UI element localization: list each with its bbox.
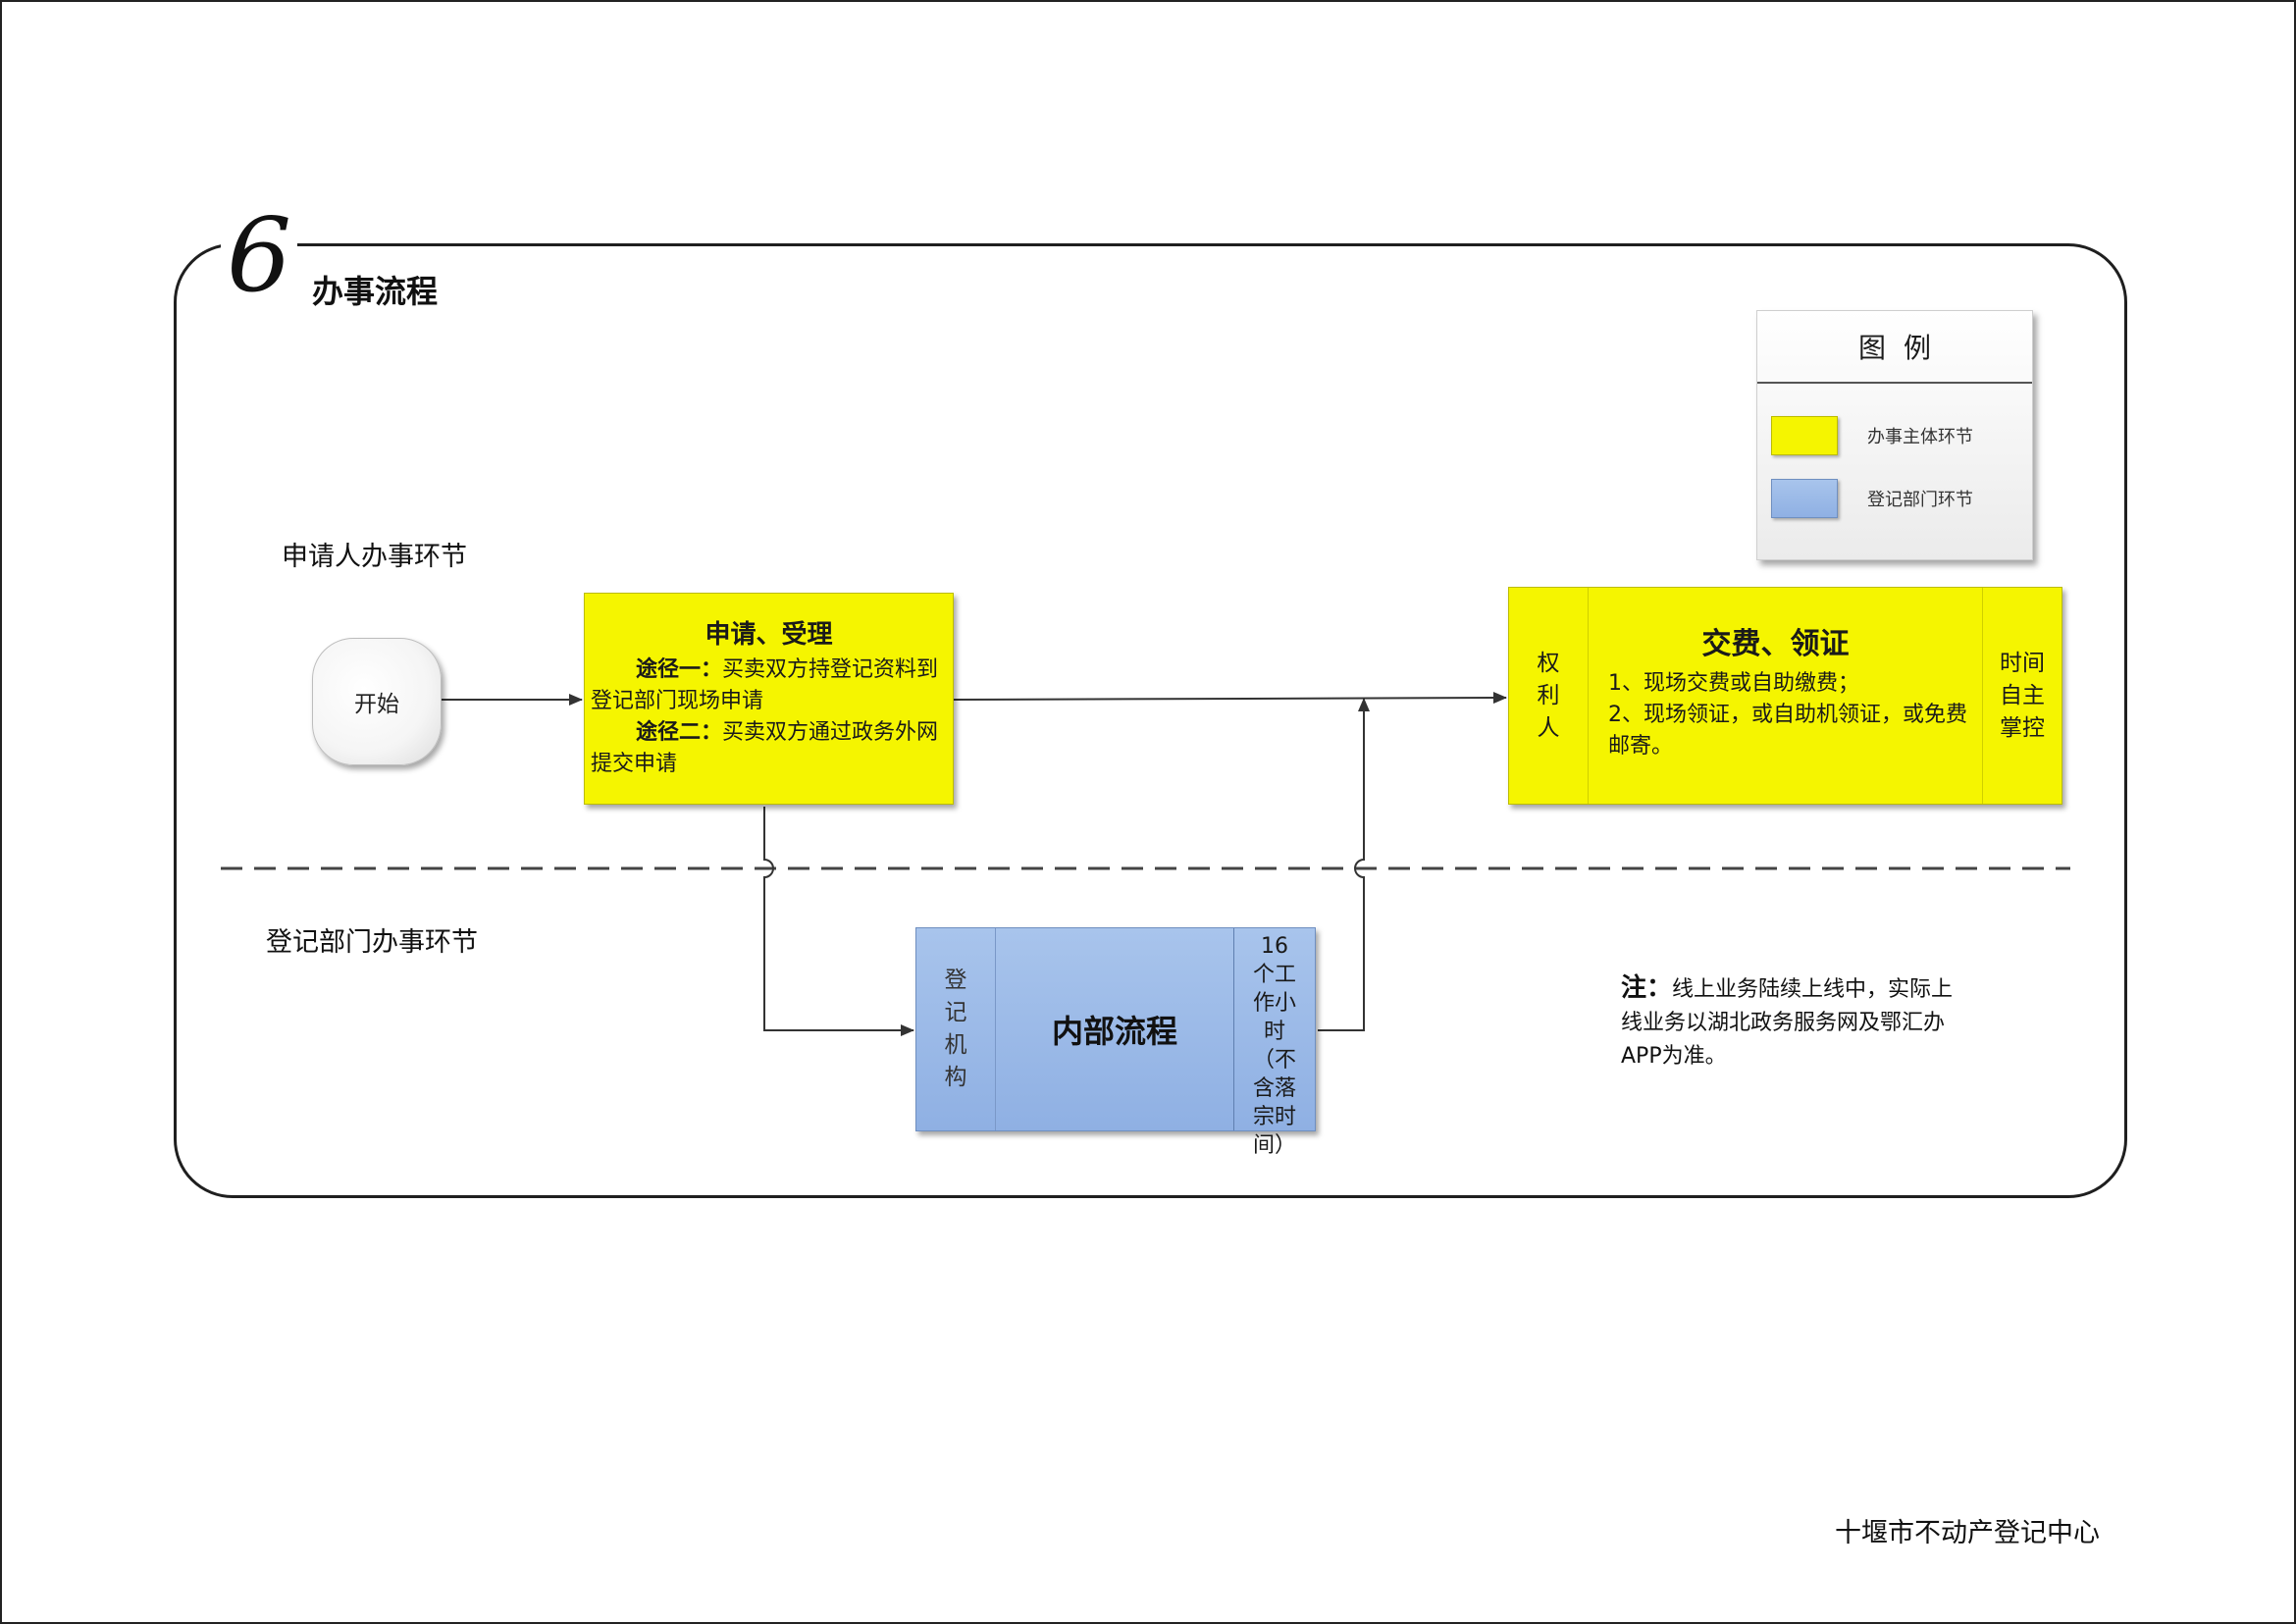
apply-accept-box: 申请、受理 途径一：买卖双方持登记资料到登记部门现场申请 途径二：买卖双方通过政… (584, 593, 954, 805)
pay-certificate-box: 权利人 交费、领证 1、现场交费或自助缴费； 2、现场领证，或自助机领证，或免费… (1508, 587, 2062, 805)
internal-title: 内部流程 (1051, 1013, 1177, 1050)
arrow-internal-to-pay (1318, 698, 1370, 1031)
pay-line1: 1、现场交费或自助缴费； (1608, 671, 1859, 696)
internal-side-right-text: 16个工作小时（不含落宗时间） (1252, 934, 1296, 1158)
pay-side-right: 时间自主掌控 (1982, 588, 2061, 804)
route2-label: 途径二： (636, 720, 723, 745)
arrow-apply-to-pay (953, 692, 1507, 705)
internal-side-right: 16个工作小时（不含落宗时间） (1233, 928, 1315, 1158)
note-label: 注： (1621, 973, 1673, 1003)
note-text: 线上业务陆续上线中，实际上线业务以湖北政务服务网及鄂汇办APP为准。 (1621, 977, 1954, 1069)
arrow-apply-to-internal (763, 807, 914, 1036)
pay-side-left-text: 权利人 (1537, 650, 1560, 741)
pay-side-left: 权利人 (1509, 588, 1589, 804)
route2: 途径二：买卖双方通过政务外网提交申请 (591, 717, 947, 780)
legend-swatch-yellow (1771, 416, 1838, 455)
legend-swatch-blue (1771, 479, 1838, 518)
route1-text: 买卖双方持登记资料到登记部门现场申请 (591, 657, 939, 713)
internal-side-left: 登记机构 (916, 928, 996, 1130)
section-title: 办事流程 (312, 273, 439, 310)
route1: 途径一：买卖双方持登记资料到登记部门现场申请 (591, 655, 947, 717)
footer-organization: 十堰市不动产登记中心 (1835, 1518, 2100, 1548)
legend-label: 办事主体环节 (1867, 427, 1973, 447)
pay-main: 交费、领证 1、现场交费或自助缴费； 2、现场领证，或自助机领证，或免费邮寄。 (1589, 588, 1982, 804)
pay-title: 交费、领证 (1701, 627, 1850, 661)
legend-label: 登记部门环节 (1867, 490, 1973, 510)
note: 注：线上业务陆续上线中，实际上线业务以湖北政务服务网及鄂汇办APP为准。 (1621, 971, 1974, 1074)
lane-label-applicant: 申请人办事环节 (282, 542, 467, 572)
pay-line2: 2、现场领证，或自助机领证，或免费邮寄。 (1608, 703, 1967, 759)
lane-label-registry: 登记部门办事环节 (266, 927, 478, 958)
internal-process-box: 登记机构 内部流程 16个工作小时（不含落宗时间） (915, 927, 1316, 1158)
apply-title: 申请、受理 (704, 620, 833, 650)
legend-item-applicant: 办事主体环节 (1771, 416, 1973, 455)
start-node: 开始 (312, 638, 442, 765)
legend-item-registry: 登记部门环节 (1771, 479, 1973, 518)
route1-label: 途径一： (636, 657, 723, 682)
legend: 图例 办事主体环节 登记部门环节 (1756, 310, 2033, 560)
legend-title: 图例 (1757, 311, 2032, 384)
internal-side-left-text: 登记机构 (944, 968, 967, 1090)
pay-side-right-text: 时间自主掌控 (2000, 650, 2045, 741)
section-number: 6 (221, 204, 298, 306)
route2-text: 买卖双方通过政务外网提交申请 (591, 720, 939, 776)
